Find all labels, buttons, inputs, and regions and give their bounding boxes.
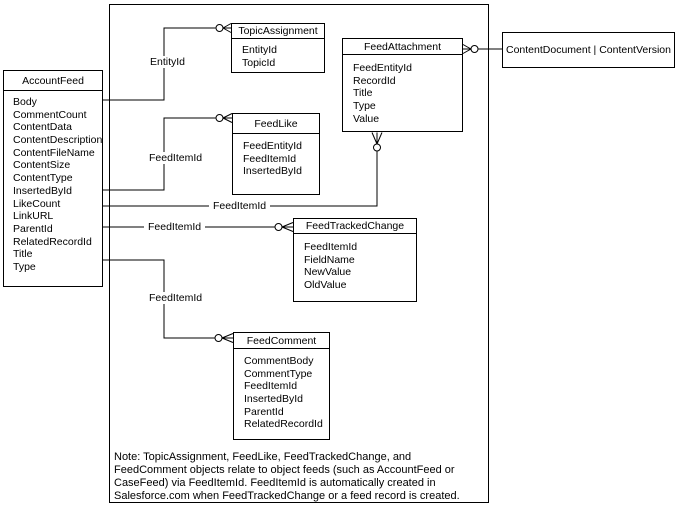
connector-label-feeditemid-feedcomment: FeedItemId [145,292,207,304]
connector-label-feeditemid-feedtrackedchange: FeedItemId [144,221,206,233]
field-row: ContentFileName [13,146,95,159]
connector-label-feeditemid-feedlike: FeedItemId [145,152,207,164]
zero-cardinality-icon [214,334,223,342]
field-row: LinkURL [13,210,54,223]
field-row: FeedItemId [243,152,297,165]
field-row: RelatedRecordId [13,235,92,248]
field-row: Title [13,248,33,261]
entity-contentdocument: ContentDocument | ContentVersion [502,32,675,68]
field-row: EntityId [242,44,278,56]
field-row: TopicId [242,56,276,69]
field-row: FeedEntityId [353,62,412,74]
field-row: InsertedById [244,393,303,406]
note-text: Note: TopicAssignment, FeedLike, FeedTra… [114,451,460,502]
zero-cardinality-icon [215,24,224,32]
field-row: LikeCount [13,197,61,210]
entity-contentdocument-title: ContentDocument | ContentVersion [506,44,671,56]
field-row: RelatedRecordId [244,418,323,431]
entity-topicassignment-title: TopicAssignment [232,24,324,39]
connector-feedattachment-contentdocument [462,44,502,54]
field-row: Type [13,260,36,273]
field-row: ParentId [244,405,284,418]
connector-accountfeed-feedattachment [103,132,383,207]
field-row: CommentType [244,367,313,380]
field-row: ContentDescription [13,134,103,147]
connector-label-feeditemid-feedattachment: FeedItemId [209,200,271,212]
field-row: Type [353,100,376,113]
zero-cardinality-icon [373,143,381,152]
field-row: FeedItemId [304,241,358,253]
many-crowfoot-icon [221,333,234,343]
entity-feedlike-title: FeedLike [233,114,319,134]
field-row: ParentId [13,222,53,235]
field-row: FieldName [304,253,355,266]
field-row: RecordId [353,74,396,87]
many-crowfoot-icon [222,23,232,33]
field-row: CommentCount [13,108,87,121]
many-crowfoot-icon [462,44,472,54]
entity-feedcomment-title: FeedComment [234,333,329,349]
field-row: Body [13,96,37,108]
field-row: Value [353,112,380,125]
field-row: FeedItemId [244,380,298,393]
entity-feedattachment-title: FeedAttachment [343,39,462,55]
field-row: NewValue [304,266,352,279]
diagram-frame [109,4,489,503]
field-row: OldValue [304,279,347,292]
field-row: ContentType [13,172,73,185]
field-row: ContentData [13,121,72,134]
field-row: InsertedById [13,184,72,197]
many-crowfoot-icon [222,113,233,123]
field-row: CommentBody [244,355,314,367]
zero-cardinality-icon [470,45,479,53]
field-row: FeedEntityId [243,140,302,152]
many-crowfoot-icon [371,132,383,145]
entity-accountfeed-title: AccountFeed [4,71,102,91]
zero-cardinality-icon [215,114,224,122]
many-crowfoot-icon [281,222,294,232]
field-row: InsertedById [243,165,302,178]
entity-feedtrackedchange-title: FeedTrackedChange [294,219,416,234]
field-row: ContentSize [13,159,71,172]
connector-label-entityid: EntityId [146,56,190,68]
field-row: Title [353,87,373,100]
zero-cardinality-icon [274,223,283,231]
